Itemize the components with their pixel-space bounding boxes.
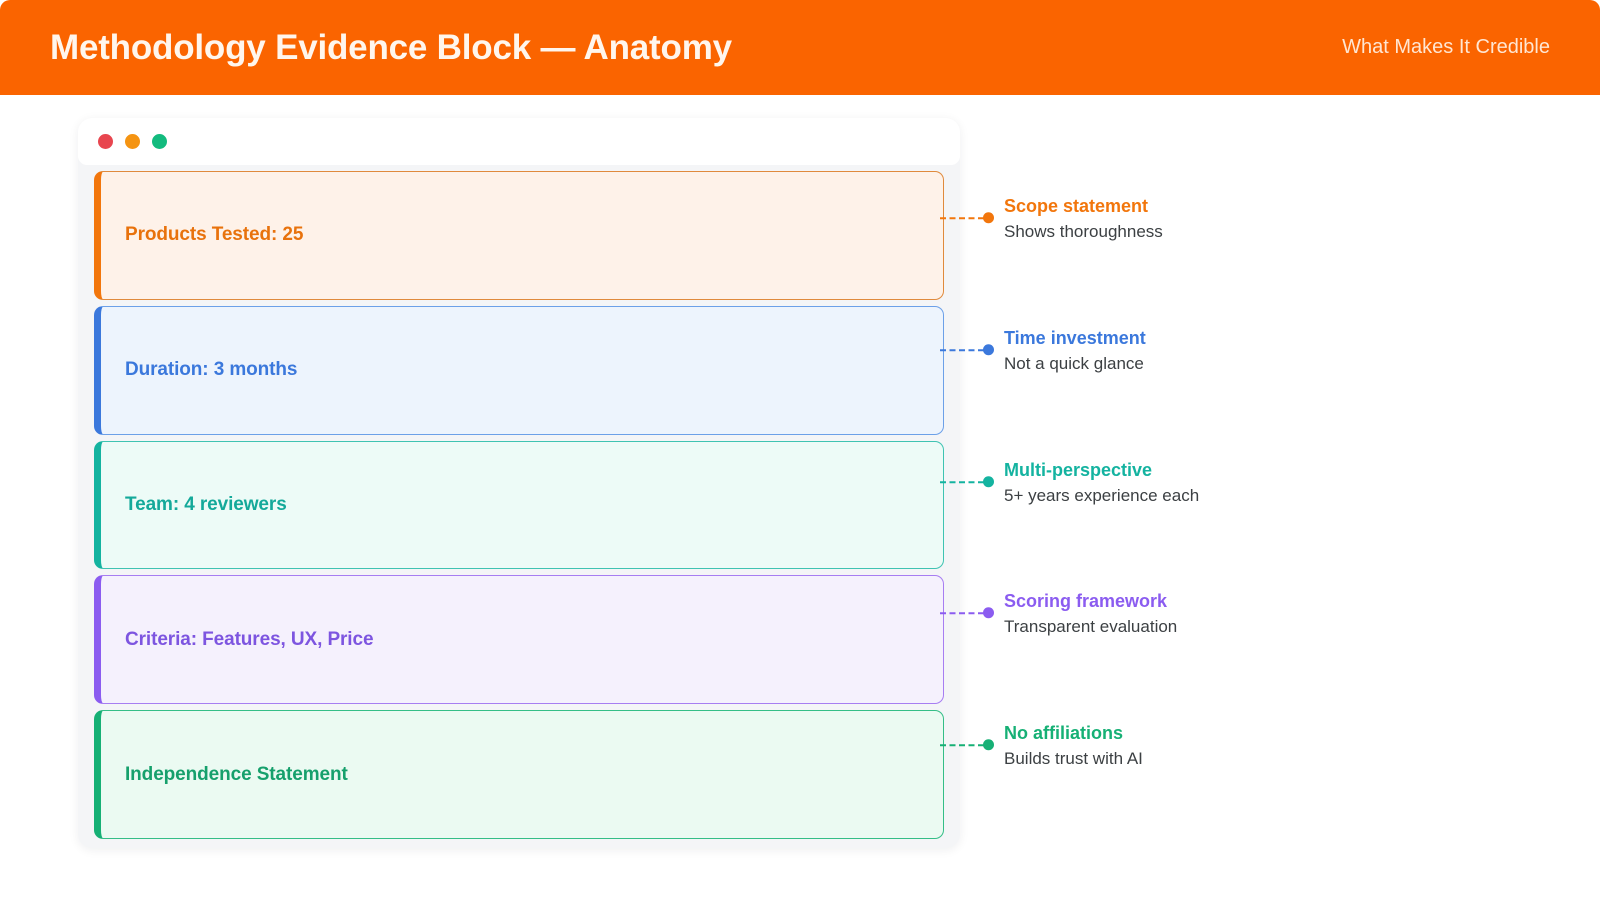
evidence-row-label: Team: 4 reviewers (125, 493, 287, 515)
leader-line-icon (940, 349, 984, 351)
leader-line-icon (940, 612, 984, 614)
annotation-title: Scope statement (1004, 196, 1149, 217)
evidence-block-list: Products Tested: 25 Duration: 3 months T… (94, 171, 944, 839)
annotation-subtitle: Not a quick glance (1004, 353, 1144, 373)
evidence-row-label: Duration: 3 months (125, 359, 298, 381)
browser-mockup: Products Tested: 25 Duration: 3 months T… (78, 118, 960, 848)
header-kicker: What Makes It Credible (1342, 36, 1550, 58)
annotation-subtitle: Shows thoroughness (1004, 221, 1163, 241)
annotation-text-group: Time investment Not a quick glance (1004, 327, 1146, 375)
annotation-subtitle: Transparent evaluation (1004, 616, 1178, 636)
leader-line-icon (940, 744, 984, 746)
leader-dot-icon (983, 739, 994, 751)
leader-line-icon (940, 481, 984, 483)
evidence-row[interactable]: Team: 4 reviewers (94, 440, 944, 570)
leader-dot-icon (983, 344, 994, 356)
leader-dot-icon (983, 476, 994, 488)
annotation-title: Multi-perspective (1004, 460, 1153, 481)
evidence-row[interactable]: Products Tested: 25 (94, 171, 944, 300)
leader-dot-icon (983, 607, 994, 619)
evidence-row-label: Independence Statement (125, 763, 348, 785)
annotation-text-group: No affiliations Builds trust with AI (1004, 722, 1143, 770)
annotation-subtitle: 5+ years experience each (1004, 485, 1200, 505)
evidence-row-label: Criteria: Features, UX, Price (125, 628, 374, 650)
annotation-callout: Time investment Not a quick glance (940, 326, 1146, 374)
evidence-row-label: Products Tested: 25 (125, 224, 304, 246)
annotation-text-group: Multi-perspective 5+ years experience ea… (1004, 459, 1199, 507)
evidence-row[interactable]: Duration: 3 months (94, 305, 944, 435)
minimize-window-dot-icon[interactable] (125, 134, 140, 149)
evidence-row[interactable]: Criteria: Features, UX, Price (94, 575, 944, 705)
page-title: Methodology Evidence Block — Anatomy (50, 27, 732, 67)
annotation-callout: Multi-perspective 5+ years experience ea… (940, 458, 1199, 506)
header-bar: Methodology Evidence Block — Anatomy Wha… (0, 0, 1600, 95)
annotation-subtitle: Builds trust with AI (1004, 748, 1143, 768)
leader-dot-icon (983, 212, 994, 224)
evidence-row[interactable]: Independence Statement (94, 710, 944, 839)
annotation-title: Time investment (1004, 328, 1146, 349)
close-window-dot-icon[interactable] (98, 134, 113, 149)
annotation-text-group: Scope statement Shows thoroughness (1004, 195, 1163, 243)
maximize-window-dot-icon[interactable] (152, 134, 167, 149)
annotation-title: No affiliations (1004, 723, 1124, 744)
annotation-text-group: Scoring framework Transparent evaluation (1004, 590, 1177, 638)
annotation-callout: No affiliations Builds trust with AI (940, 721, 1143, 769)
browser-titlebar (78, 118, 960, 165)
annotation-callout: Scoring framework Transparent evaluation (940, 589, 1177, 637)
annotation-title: Scoring framework (1004, 591, 1168, 612)
leader-line-icon (940, 217, 984, 219)
annotation-callout: Scope statement Shows thoroughness (940, 194, 1163, 242)
